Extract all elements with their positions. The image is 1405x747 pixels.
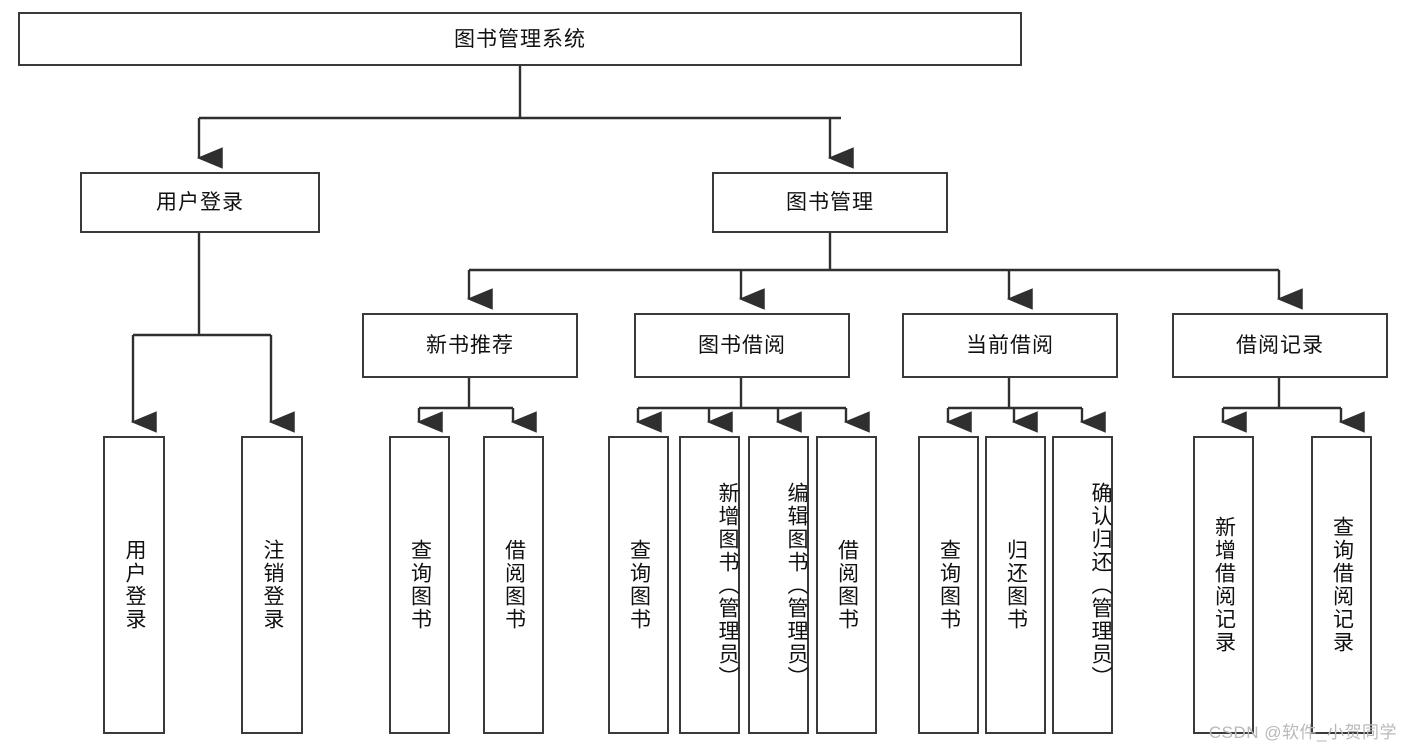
leaf-confirm-return[interactable]: 确认归还（管理员） <box>1052 436 1113 734</box>
leaf-add-record-label: 新增借阅记录 <box>1212 516 1236 654</box>
leaf-query-book-2-label: 查询图书 <box>627 539 651 631</box>
node-user-login[interactable]: 用户登录 <box>80 172 320 233</box>
node-book-manage-label: 图书管理 <box>786 191 874 214</box>
node-new-book-recommend-label: 新书推荐 <box>426 334 514 357</box>
node-borrow-record[interactable]: 借阅记录 <box>1172 313 1388 378</box>
node-book-borrow-label: 图书借阅 <box>698 334 786 357</box>
leaf-user-login-label: 用户登录 <box>123 539 147 631</box>
node-user-login-label: 用户登录 <box>156 191 244 214</box>
leaf-add-book[interactable]: 新增图书（管理员） <box>679 436 740 734</box>
node-new-book-recommend[interactable]: 新书推荐 <box>362 313 578 378</box>
leaf-query-record[interactable]: 查询借阅记录 <box>1311 436 1372 734</box>
leaf-query-book-3-label: 查询图书 <box>937 539 961 631</box>
csdn-watermark: CSDN @软件_小贺同学 <box>1208 723 1397 742</box>
node-current-borrow-label: 当前借阅 <box>966 334 1054 357</box>
node-book-manage[interactable]: 图书管理 <box>712 172 948 233</box>
leaf-add-book-label: 新增图书（管理员） <box>716 481 739 689</box>
node-borrow-record-label: 借阅记录 <box>1236 334 1324 357</box>
leaf-user-logout-label: 注销登录 <box>261 539 285 631</box>
node-root[interactable]: 图书管理系统 <box>18 12 1022 66</box>
leaf-query-book-3[interactable]: 查询图书 <box>918 436 979 734</box>
leaf-borrow-book-1[interactable]: 借阅图书 <box>483 436 544 734</box>
leaf-edit-book[interactable]: 编辑图书（管理员） <box>748 436 809 734</box>
leaf-borrow-book-2[interactable]: 借阅图书 <box>816 436 877 734</box>
leaf-user-login[interactable]: 用户登录 <box>103 436 165 734</box>
leaf-add-record[interactable]: 新增借阅记录 <box>1193 436 1254 734</box>
leaf-return-book[interactable]: 归还图书 <box>985 436 1046 734</box>
leaf-user-logout[interactable]: 注销登录 <box>241 436 303 734</box>
leaf-borrow-book-1-label: 借阅图书 <box>502 539 526 631</box>
node-root-label: 图书管理系统 <box>454 27 586 51</box>
leaf-query-book-1[interactable]: 查询图书 <box>389 436 450 734</box>
node-current-borrow[interactable]: 当前借阅 <box>902 313 1118 378</box>
leaf-return-book-label: 归还图书 <box>1004 539 1028 631</box>
leaf-confirm-return-label: 确认归还（管理员） <box>1089 481 1112 689</box>
leaf-query-book-1-label: 查询图书 <box>408 539 432 631</box>
node-book-borrow[interactable]: 图书借阅 <box>634 313 850 378</box>
leaf-borrow-book-2-label: 借阅图书 <box>835 539 859 631</box>
leaf-query-book-2[interactable]: 查询图书 <box>608 436 669 734</box>
leaf-edit-book-label: 编辑图书（管理员） <box>785 481 808 689</box>
leaf-query-record-label: 查询借阅记录 <box>1330 516 1354 654</box>
